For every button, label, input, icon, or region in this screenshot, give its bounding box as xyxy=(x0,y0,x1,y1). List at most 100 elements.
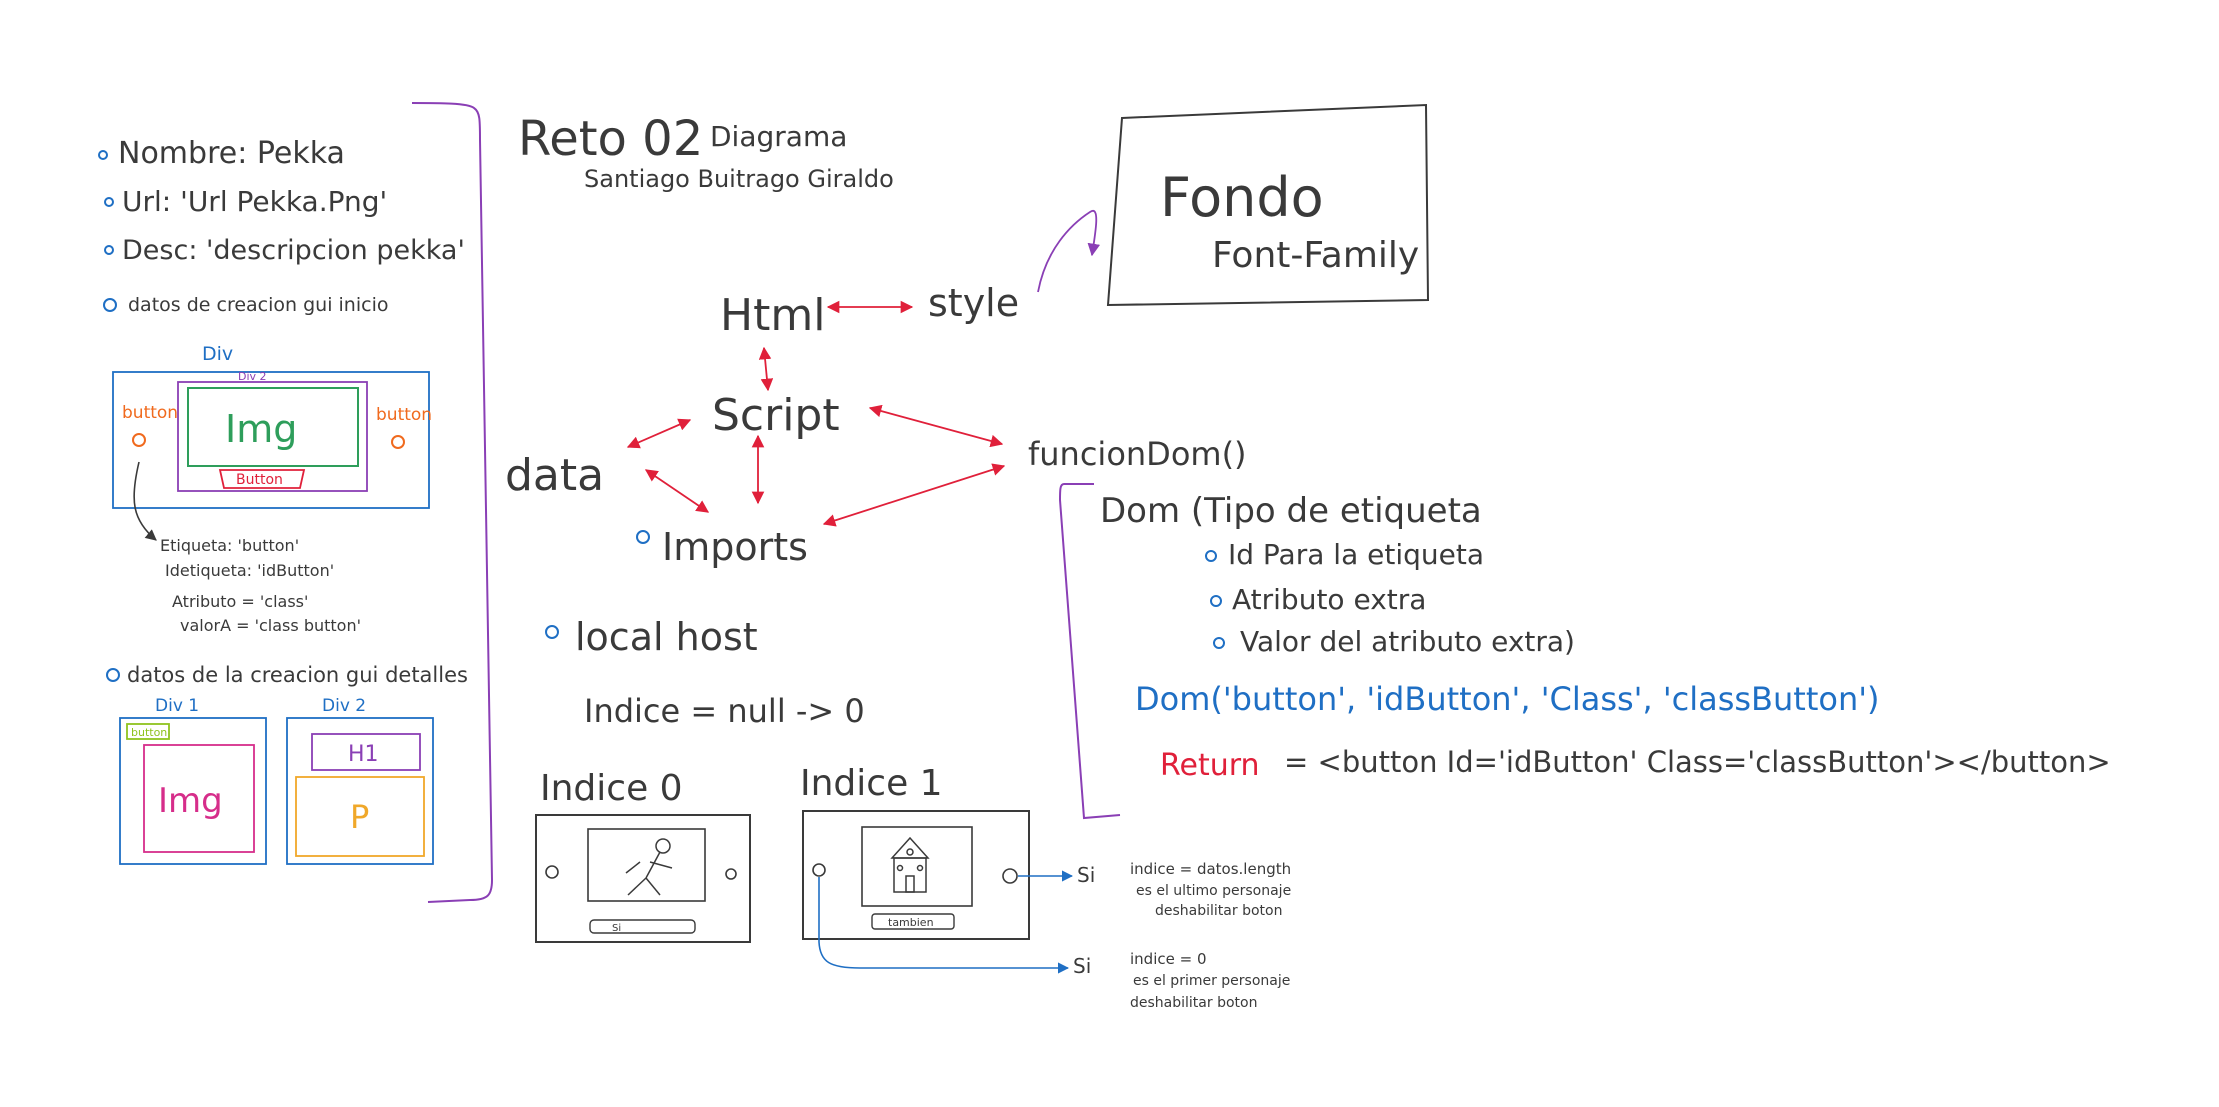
screen0-prev-icon xyxy=(545,865,559,879)
note-desc: Desc: 'descripcion pekka' xyxy=(122,235,465,266)
next-si: Si xyxy=(1077,863,1095,887)
div2-label: Div 2 xyxy=(238,370,267,383)
node-html: Html xyxy=(720,290,825,341)
div2-box xyxy=(177,381,368,492)
note-url: Url: 'Url Pekka.Png' xyxy=(122,185,387,218)
localhost-index: Indice = null -> 0 xyxy=(584,692,865,730)
img-label: Img xyxy=(225,407,297,451)
condition-next: Si indice = datos.length es el ultimo pe… xyxy=(1077,860,1291,919)
left-section-bracket xyxy=(411,102,494,903)
screen0-button-label: Si xyxy=(612,923,621,934)
localhost: local host Indice = null -> 0 xyxy=(545,615,865,730)
button-attr-arrow xyxy=(133,461,157,541)
dom-line-3: Atributo extra xyxy=(1232,583,1426,616)
screen1-prev-icon xyxy=(812,863,826,877)
bullet-icon xyxy=(103,298,117,312)
div2-detail-label: Div 2 xyxy=(322,696,366,716)
style-box-frame xyxy=(1106,103,1430,307)
left-button-label: button xyxy=(122,403,178,423)
screen1-frame xyxy=(802,810,1030,940)
prev-line-3: deshabilitar boton xyxy=(1130,995,1257,1011)
bullet-icon xyxy=(106,668,120,682)
prev-condition-arrow xyxy=(818,877,1070,974)
screen0-button xyxy=(589,919,696,934)
bullet-icon xyxy=(636,530,650,544)
arrow-script-data xyxy=(626,418,692,449)
localhost-label: local host xyxy=(575,615,758,659)
screen1-next-icon xyxy=(1002,868,1018,884)
arrow-data-imports xyxy=(644,469,710,513)
right-button-label: button xyxy=(376,405,432,425)
gui-start-box: Div Div 2 Img button button Button xyxy=(112,343,432,541)
dom-line-2: Id Para la etiqueta xyxy=(1228,538,1484,571)
gui-details-heading: datos de la creacion gui detalles xyxy=(127,663,468,687)
node-script: Script xyxy=(712,390,840,441)
arrow-imports-funcion xyxy=(822,463,1006,527)
div-outer-box xyxy=(112,371,430,509)
p-label: P xyxy=(350,798,369,836)
bottom-button-label: Button xyxy=(236,472,283,488)
screen-index-0: Indice 0 Si xyxy=(535,768,751,943)
prev-line-2: es el primer personaje xyxy=(1133,973,1290,989)
dom-bracket xyxy=(1058,483,1121,820)
bullet-icon xyxy=(1213,637,1225,649)
dom-line-1: Dom (Tipo de etiqueta xyxy=(1100,491,1482,531)
bullet-icon xyxy=(104,197,114,207)
style-box: Fondo Font-Family xyxy=(1106,103,1430,307)
detail-button-box xyxy=(126,723,170,740)
screen0-next-icon xyxy=(725,868,737,880)
style-fondo: Fondo xyxy=(1160,166,1324,229)
detail-img-box xyxy=(143,744,255,853)
div1-label: Div 1 xyxy=(155,696,199,716)
screen1-button-label: tambien xyxy=(888,916,934,929)
attr-tag: Etiqueta: 'button' xyxy=(160,536,299,555)
next-line-2: es el ultimo personaje xyxy=(1136,883,1291,899)
style-font-family: Font-Family xyxy=(1212,235,1419,276)
condition-prev: Si indice = 0 es el primer personaje des… xyxy=(1073,950,1290,1011)
bottom-button-shape xyxy=(218,469,306,489)
left-notes: Nombre: Pekka Url: 'Url Pekka.Png' Desc:… xyxy=(98,136,465,316)
node-funcion-dom: funcionDom() xyxy=(1028,435,1247,473)
left-button-icon xyxy=(132,433,146,447)
screen0-frame xyxy=(535,814,751,943)
screen0-title: Indice 0 xyxy=(540,768,683,809)
p-box xyxy=(295,776,425,857)
note-gui-start: datos de creacion gui inicio xyxy=(128,294,388,316)
screen0-image xyxy=(587,828,706,902)
bullet-icon xyxy=(545,625,559,639)
h1-box xyxy=(311,733,421,771)
house-icon xyxy=(890,836,930,893)
screen1-button xyxy=(871,913,955,930)
attr-value: valorA = 'class button' xyxy=(180,616,361,635)
img-box xyxy=(187,387,359,467)
page-title: Reto 02 xyxy=(518,111,703,167)
div1-box xyxy=(119,717,267,865)
dom-return-value: = <button Id='idButton' Class='classButt… xyxy=(1284,745,2111,779)
right-button-icon xyxy=(391,435,405,449)
dom-notes: Dom (Tipo de etiqueta Id Para la etiquet… xyxy=(1058,483,2111,820)
detail-img-label: Img xyxy=(158,781,223,821)
node-style: style xyxy=(928,281,1019,325)
node-data: data xyxy=(505,450,604,501)
arrow-style-box xyxy=(1037,209,1101,293)
gui-details: datos de la creacion gui detalles Div 1 … xyxy=(106,663,468,865)
stick-figure-icon xyxy=(625,838,673,896)
next-line-1: indice = datos.length xyxy=(1130,860,1291,878)
flow: Html style Script data Imports funcionDo… xyxy=(505,209,1247,569)
div2-detail-box xyxy=(286,717,434,865)
bullet-icon xyxy=(1210,595,1222,607)
div-label: Div xyxy=(202,343,233,365)
prev-line-1: indice = 0 xyxy=(1130,950,1207,968)
bullet-icon xyxy=(104,245,114,255)
bullet-icon xyxy=(1205,550,1217,562)
dom-line-4: Valor del atributo extra) xyxy=(1240,625,1575,658)
screen1-image xyxy=(861,826,973,907)
note-name: Nombre: Pekka xyxy=(118,136,345,171)
screen-index-1: Indice 1 tambien xyxy=(800,763,1074,974)
header: Reto 02 Diagrama Santiago Buitrago Giral… xyxy=(518,111,894,193)
bullet-icon xyxy=(98,150,108,160)
dom-call: Dom('button', 'idButton', 'Class', 'clas… xyxy=(1135,680,1880,718)
prev-si: Si xyxy=(1073,954,1091,978)
attr-attribute: Atributo = 'class' xyxy=(172,592,308,611)
